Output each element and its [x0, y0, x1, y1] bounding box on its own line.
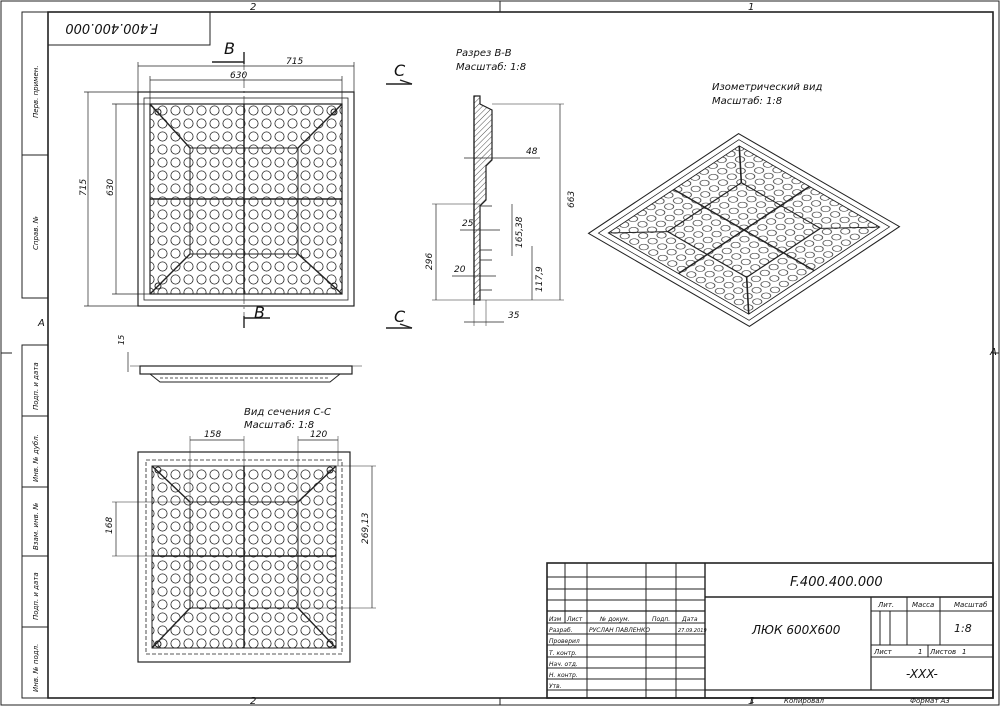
cut-markers-b — [212, 52, 270, 328]
cut-label-b-top: B — [224, 39, 235, 58]
tb-col-data: Дата — [681, 616, 698, 623]
zone-left-a: A — [37, 318, 45, 329]
dim-296: 296 — [425, 253, 435, 270]
dim-269: 269,13 — [361, 512, 371, 544]
dim-120: 120 — [310, 430, 327, 440]
dim-165: 165,38 — [515, 216, 525, 248]
tb-list-value: 1 — [918, 648, 922, 656]
zone-bottom-2: 2 — [250, 696, 256, 706]
side-cell-inv-podl: Инв. № подл. — [32, 644, 40, 692]
tb-masshtab: Масштаб — [954, 601, 988, 609]
side-cell-vzam: Взам. инв. № — [32, 502, 40, 550]
dim-48: 48 — [526, 147, 538, 157]
tb-col-list: Лист — [566, 616, 583, 623]
side-profile-view — [127, 352, 362, 383]
zone-top-1: 1 — [748, 2, 754, 13]
dim-25: 25 — [462, 219, 474, 229]
side-cell-inv-dubl: Инв. № дубл. — [32, 434, 40, 482]
tb-format: Формат A3 — [910, 697, 950, 705]
tb-row-razrab: Разраб. — [549, 627, 573, 634]
dim-715-left: 715 — [79, 179, 89, 196]
plan-dimensions — [84, 62, 355, 307]
title-block — [546, 562, 994, 699]
section-b-view — [432, 95, 564, 326]
cut-label-c-top: C — [394, 61, 406, 80]
tb-list-label: Лист — [873, 648, 893, 656]
tb-copied: Копировал — [784, 697, 825, 705]
zone-bottom-1: 1 — [748, 696, 754, 706]
dim-715-top: 715 — [286, 57, 303, 67]
dim-630-top: 630 — [230, 71, 247, 81]
section-c-title: Вид сечения С-С — [244, 407, 331, 418]
tb-scale: 1:8 — [954, 622, 972, 635]
dim-168: 168 — [105, 517, 115, 534]
tb-row-prov: Проверил — [549, 638, 580, 645]
dim-117: 117,9 — [535, 266, 545, 292]
cut-label-c-bottom: C — [394, 307, 406, 326]
section-b-title: Разрез B-B — [456, 48, 512, 59]
dim-20: 20 — [454, 265, 466, 275]
tb-author: РУСЛАН ПАВЛЕНКО — [589, 627, 650, 634]
plan-view — [137, 60, 355, 320]
dim-15: 15 — [117, 335, 126, 345]
zone-right-a: A — [989, 347, 997, 358]
iso-title: Изометрический вид — [712, 82, 822, 93]
tb-listov-value: 1 — [962, 648, 966, 656]
zone-top-2: 2 — [250, 2, 256, 13]
tb-col-doc: № докум. — [599, 616, 630, 623]
tb-sheet-num: 1 — [750, 696, 755, 705]
tb-name: ЛЮК 600Х600 — [751, 623, 841, 637]
iso-scale: Масштаб: 1:8 — [712, 95, 782, 107]
dim-663: 663 — [567, 191, 577, 208]
tb-row-nkontr: Н. контр. — [549, 672, 578, 679]
tb-org: -XXX- — [906, 667, 938, 681]
tb-row-utv: Утв. — [549, 683, 562, 690]
section-b-scale: Масштаб: 1:8 — [456, 61, 526, 73]
tb-code: F.400.400.000 — [790, 575, 883, 590]
tb-col-podp: Подп. — [652, 616, 670, 623]
side-labels: Перв. примен. Справ. № Подп. и дата Инв.… — [32, 65, 40, 692]
title-block-text: F.400.400.000 ЛЮК 600Х600 Изм Лист № док… — [549, 575, 988, 705]
dim-35: 35 — [508, 311, 520, 321]
section-c-view — [112, 436, 376, 663]
tb-col-izm: Изм — [549, 616, 562, 623]
side-cell-podp1: Подп. и дата — [32, 362, 40, 410]
cut-markers-c — [386, 79, 413, 329]
section-c-scale: Масштаб: 1:8 — [244, 419, 314, 431]
tb-massa: Масса — [912, 601, 934, 609]
tb-row-tkontr: Т. контр. — [549, 650, 577, 657]
tb-row-nachotd: Нач. отд. — [549, 661, 578, 668]
dim-630-left: 630 — [106, 179, 116, 196]
tb-listov-label: Листов — [929, 648, 956, 656]
side-cell-perv: Перв. примен. — [32, 65, 40, 118]
tb-lit: Лит. — [877, 601, 894, 609]
cut-label-b-bottom: B — [254, 303, 265, 322]
top-code-mirrored: F.400.400.000 — [65, 20, 158, 35]
isometric-view — [587, 132, 901, 328]
side-cell-podp2: Подп. и дата — [32, 572, 40, 620]
dim-158: 158 — [204, 430, 221, 440]
zone-labels: 2 1 2 1 A A — [37, 2, 997, 706]
side-cell-sprav: Справ. № — [32, 216, 40, 250]
tb-date: 27.09.2019 — [678, 628, 707, 634]
